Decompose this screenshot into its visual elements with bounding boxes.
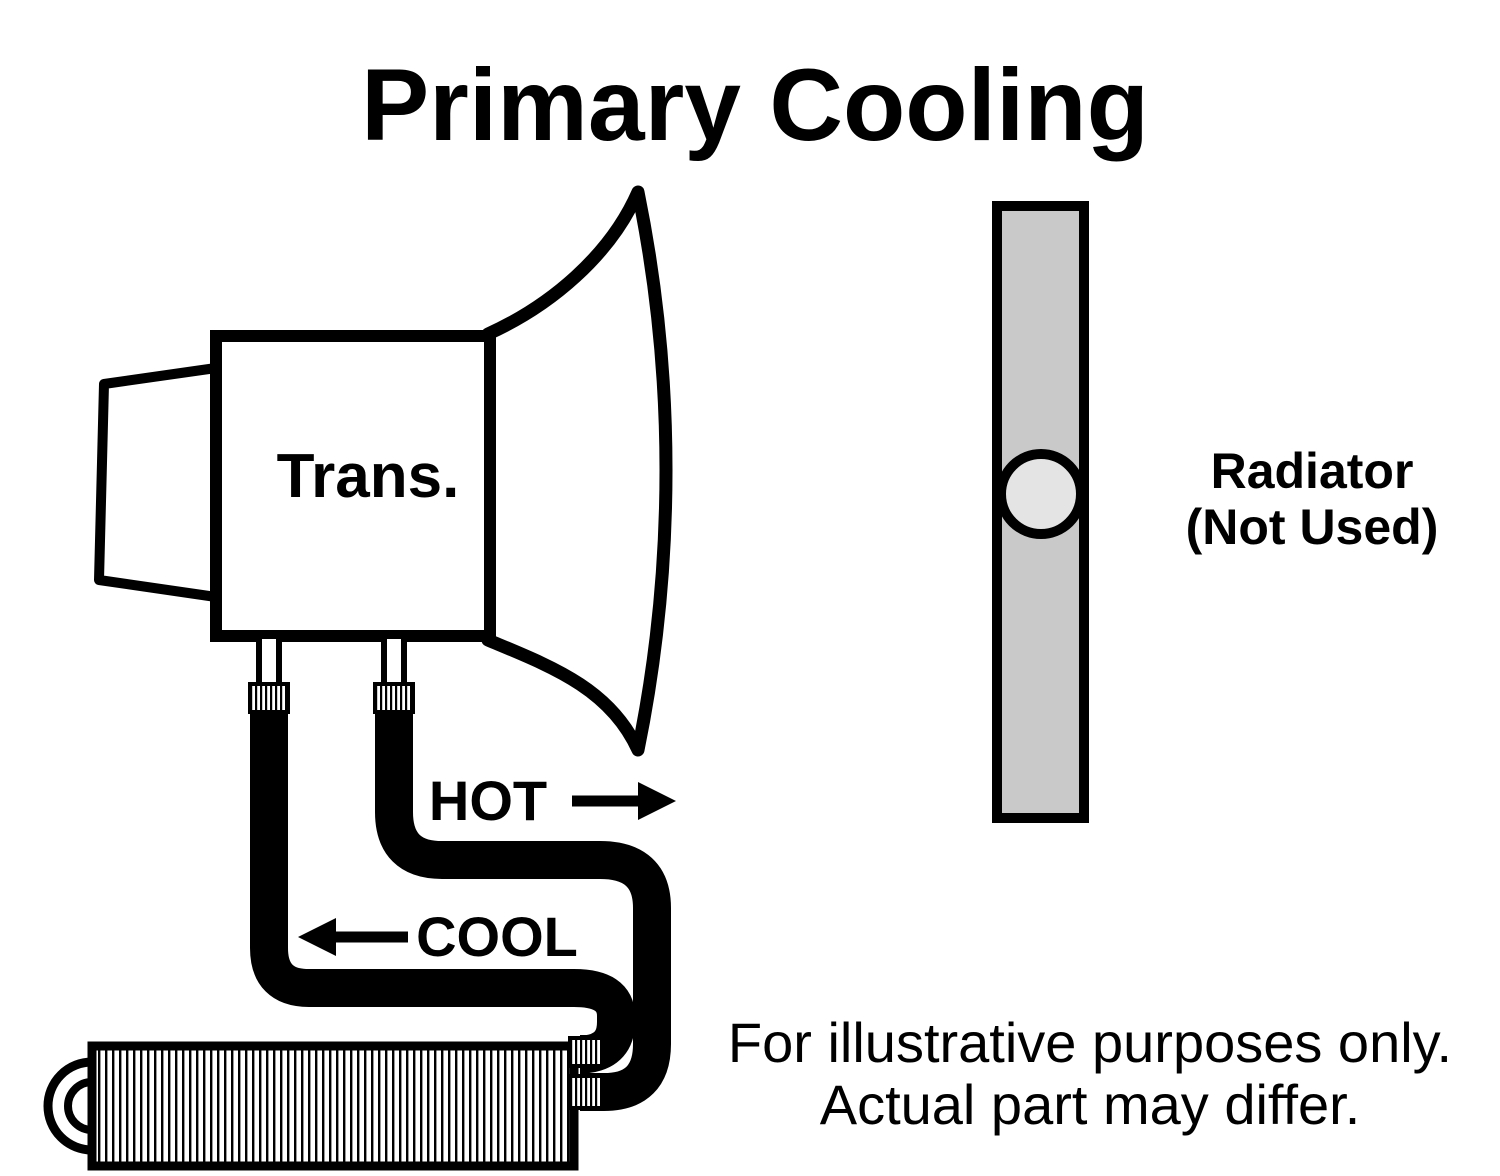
tail-shaft-shape [94,363,221,602]
transmission-label: Trans. [277,442,460,511]
transmission-body [210,330,496,642]
radiator-label-line1: Radiator [1211,443,1414,499]
radiator-port [996,449,1086,539]
cool-fitting-nut [248,682,290,714]
cooler-inlet-fitting [568,1036,604,1068]
hot-arrow-head-icon [638,782,676,820]
disclaimer-line1: For illustrative purposes only. [728,1011,1452,1074]
cooler-return-loop-outer [43,1057,93,1155]
cool-hose [250,700,635,1073]
hot-line-stub [381,633,407,691]
hot-fitting-nut [373,682,415,714]
bell-housing-shape [481,185,673,757]
radiator-label-line2: (Not Used) [1186,499,1439,555]
disclaimer-line2: Actual part may differ. [820,1073,1361,1136]
cool-label: COOL [416,905,578,968]
page-title: Primary Cooling [361,48,1149,162]
cooler-return-loop-inner [64,1078,93,1134]
hot-label: HOT [429,769,547,832]
cool-line-stub [256,633,282,691]
cooler-outlet-fitting [568,1074,604,1110]
cooler-body [87,1041,579,1171]
hot-hose [375,700,671,1111]
cool-arrow-head-icon [298,918,336,956]
